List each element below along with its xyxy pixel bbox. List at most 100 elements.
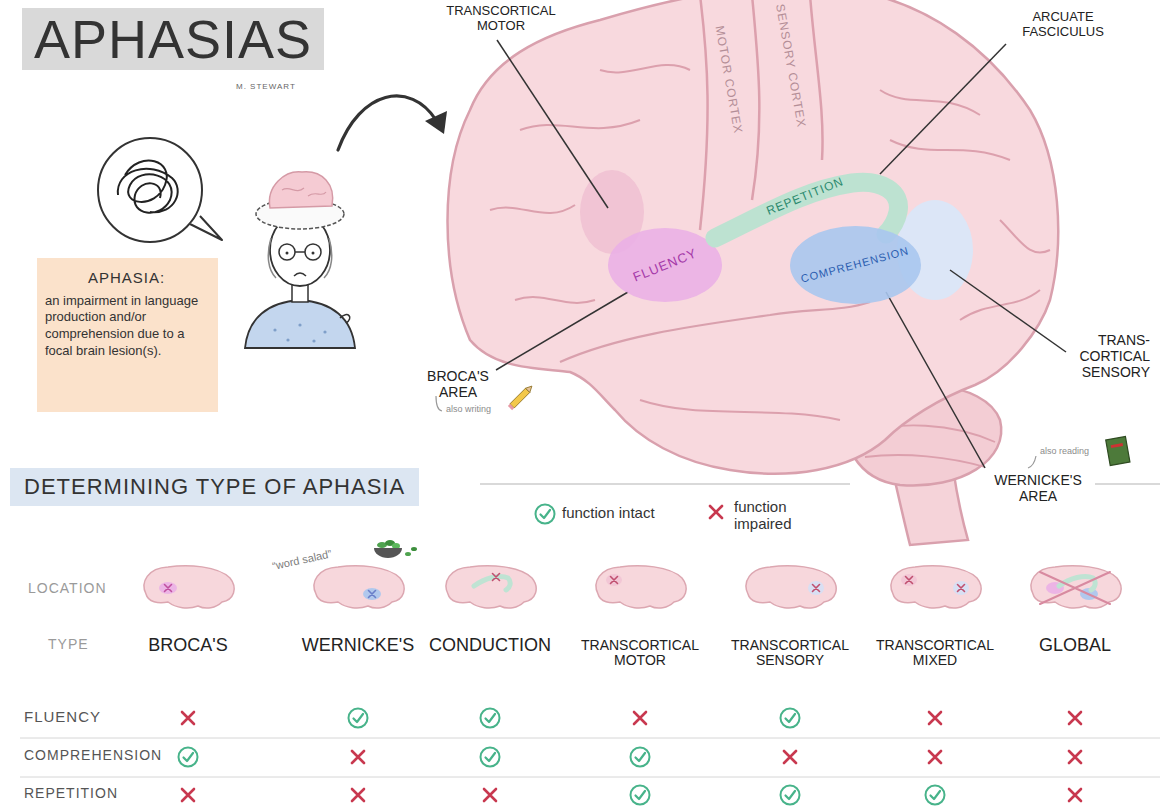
annotation: also reading	[1040, 446, 1089, 456]
check-mark	[786, 791, 796, 799]
mouth	[294, 273, 306, 276]
x-mark	[958, 585, 965, 592]
speech-bubble	[98, 138, 202, 242]
leader-line	[496, 292, 628, 370]
x-mark	[813, 585, 820, 592]
check-circle	[631, 786, 650, 805]
function-impaired-mark	[929, 712, 941, 724]
function-intact-mark	[481, 748, 500, 767]
function-impaired-mark	[182, 712, 194, 724]
book-band	[1111, 443, 1123, 448]
curved-arrow	[338, 96, 436, 150]
check-mark	[786, 714, 796, 722]
head-brain-fold	[282, 188, 326, 196]
x-mark	[369, 591, 376, 598]
sylvian-fissure	[560, 302, 870, 362]
annotation: BROCA'S AREA	[422, 368, 494, 400]
salad-bowl-icon	[374, 540, 417, 558]
x-mark	[182, 789, 194, 801]
eye	[312, 252, 315, 255]
mini-region	[606, 574, 622, 586]
hair	[324, 238, 332, 278]
row-heading: LOCATION	[28, 580, 107, 596]
check-circle	[781, 709, 800, 728]
arrowhead	[425, 111, 447, 134]
section-heading-band: DETERMINING TYPE OF APHASIA	[10, 468, 419, 506]
legend-entry: function intact	[562, 505, 655, 522]
x-mark	[1069, 712, 1081, 724]
location-brain	[746, 566, 836, 608]
check-circle	[926, 786, 945, 805]
mini-region	[363, 588, 381, 600]
mini-region	[953, 581, 969, 595]
patient-gown	[245, 300, 355, 348]
scribble	[118, 161, 178, 213]
check-circle	[631, 748, 650, 767]
annotation: ARCUATE FASCICULUS	[1008, 10, 1118, 40]
function-impaired-mark	[182, 789, 194, 801]
gown-dot	[323, 330, 326, 333]
legend-entry: function impaired	[734, 499, 814, 532]
leaf	[411, 547, 417, 551]
gown-dot	[298, 323, 301, 326]
annotation: TRANS- CORTICAL SENSORY	[1050, 332, 1150, 380]
sulcus	[520, 120, 640, 130]
brain-region: COMPREHENSION	[789, 225, 922, 305]
location-brain	[314, 566, 404, 608]
mini-region	[808, 581, 824, 595]
sulcus	[1000, 220, 1050, 253]
annotation: also writing	[446, 404, 491, 414]
sulcus	[600, 65, 690, 72]
mini-brain-outline	[144, 566, 234, 608]
rule-line	[1095, 483, 1160, 485]
leader-line	[950, 270, 1066, 352]
location-brain	[1031, 566, 1121, 608]
sulcus	[490, 205, 575, 213]
gown-dot	[286, 338, 289, 341]
aphasia-type: GLOBAL	[1008, 636, 1142, 656]
function-intact-mark	[349, 709, 368, 728]
function-impaired-mark	[352, 751, 364, 763]
annotation: TRANSCORTICAL MOTOR	[440, 4, 562, 34]
mini-tract	[474, 576, 510, 590]
pencil-tip	[526, 384, 534, 392]
row-heading: TYPE	[48, 636, 89, 652]
check-circle	[481, 748, 500, 767]
pencil-icon	[508, 384, 534, 410]
hook-arrow	[1028, 456, 1036, 468]
node-heading: DETERMINING TYPE OF APHASIA	[24, 474, 405, 500]
leader-line	[880, 44, 1006, 174]
function-intact-mark	[631, 748, 650, 767]
glasses	[279, 244, 295, 260]
check-circle	[349, 709, 368, 728]
row-heading: REPETITION	[24, 785, 118, 801]
gown-tie	[340, 315, 350, 323]
annotation: “word salad”	[271, 548, 333, 573]
x-mark	[182, 712, 194, 724]
function-intact-mark	[781, 786, 800, 805]
bowl	[374, 548, 402, 558]
pencil-body	[510, 388, 530, 408]
region-fill	[608, 228, 722, 302]
x-mark	[906, 577, 913, 584]
check-mark	[931, 791, 941, 799]
function-impaired-mark	[784, 751, 796, 763]
check-mark	[486, 753, 496, 761]
location-brain	[891, 566, 981, 608]
check-mark	[486, 714, 496, 722]
mini-brain-outline	[746, 566, 836, 608]
function-intact-mark	[781, 709, 800, 728]
x-mark	[929, 712, 941, 724]
function-intact-mark	[631, 786, 650, 805]
annotation: WERNICKE'S AREA	[988, 472, 1088, 504]
location-brain	[596, 566, 686, 608]
gyrus-line	[700, 0, 708, 230]
mini-brain-outline	[891, 566, 981, 608]
legend-symbol	[710, 506, 722, 518]
function-intact-mark	[179, 748, 198, 767]
leader-line	[497, 40, 608, 208]
x-mark	[929, 751, 941, 763]
head-brain	[269, 172, 332, 208]
cerebellum-fold	[865, 455, 985, 467]
check-mark	[636, 753, 646, 761]
